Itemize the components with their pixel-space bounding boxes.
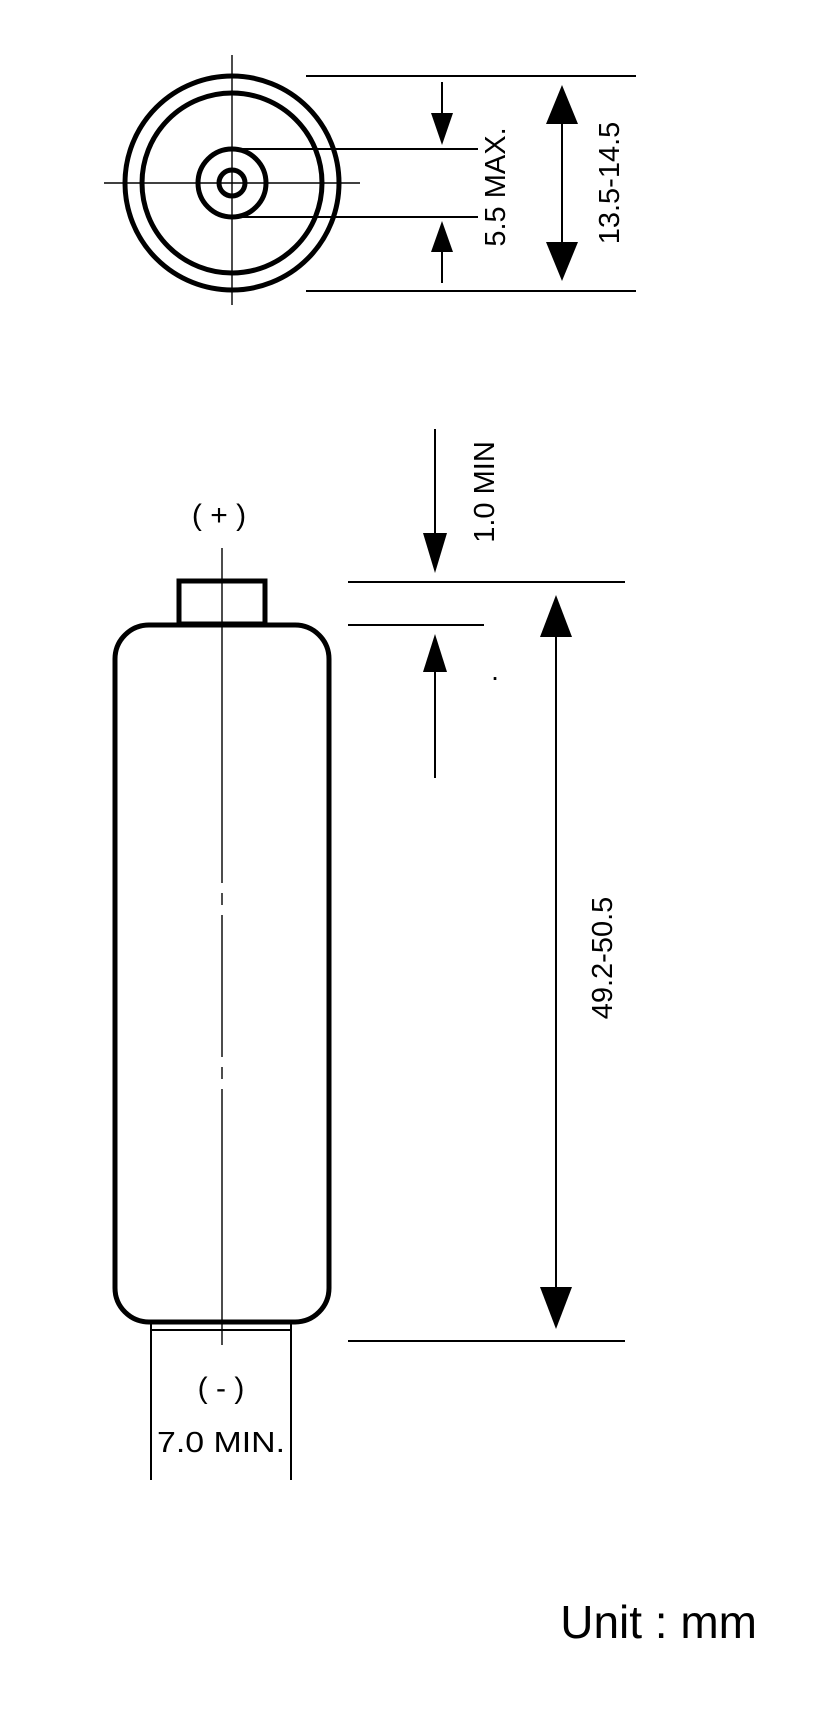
unit-label: Unit : mm <box>560 1596 757 1648</box>
overall-length-label: 49.2-50.5 <box>587 897 619 1020</box>
pip-arrow-up <box>431 221 453 252</box>
pip-diameter-dimension: 5.5 MAX. <box>431 82 512 283</box>
top-view: 5.5 MAX. 13.5-14.5 <box>104 55 636 305</box>
outer-diameter-arrow-down <box>546 242 578 281</box>
negative-terminal-plate <box>150 1321 292 1331</box>
outer-diameter-arrow-up <box>546 85 578 124</box>
overall-length-arrow-down <box>540 1287 572 1329</box>
pip-arrow-down <box>431 113 453 145</box>
pip-height-label: 1.0 MIN <box>469 441 501 543</box>
pip-height-arrow-down <box>423 533 447 573</box>
outer-diameter-dimension: 13.5-14.5 <box>546 85 626 281</box>
positive-terminal-label: ( + ) <box>192 499 246 532</box>
side-view: ( + ) 1.0 MIN . 49.2- <box>112 429 625 1480</box>
pip-height-arrow-up <box>423 634 447 672</box>
pip-height-dimension: 1.0 MIN . <box>348 429 625 778</box>
overall-length-arrow-up <box>540 595 572 637</box>
negative-terminal-width-dimension: ( - ) 7.0 MIN. <box>150 1330 292 1480</box>
outer-diameter-label: 13.5-14.5 <box>594 122 626 245</box>
stray-mark: . <box>491 655 499 686</box>
overall-length-dimension: 49.2-50.5 <box>348 595 625 1342</box>
negative-terminal-label: ( - ) <box>198 1372 245 1405</box>
pip-diameter-label: 5.5 MAX. <box>480 127 512 246</box>
negative-terminal-width-label: 7.0 MIN. <box>157 1427 285 1459</box>
